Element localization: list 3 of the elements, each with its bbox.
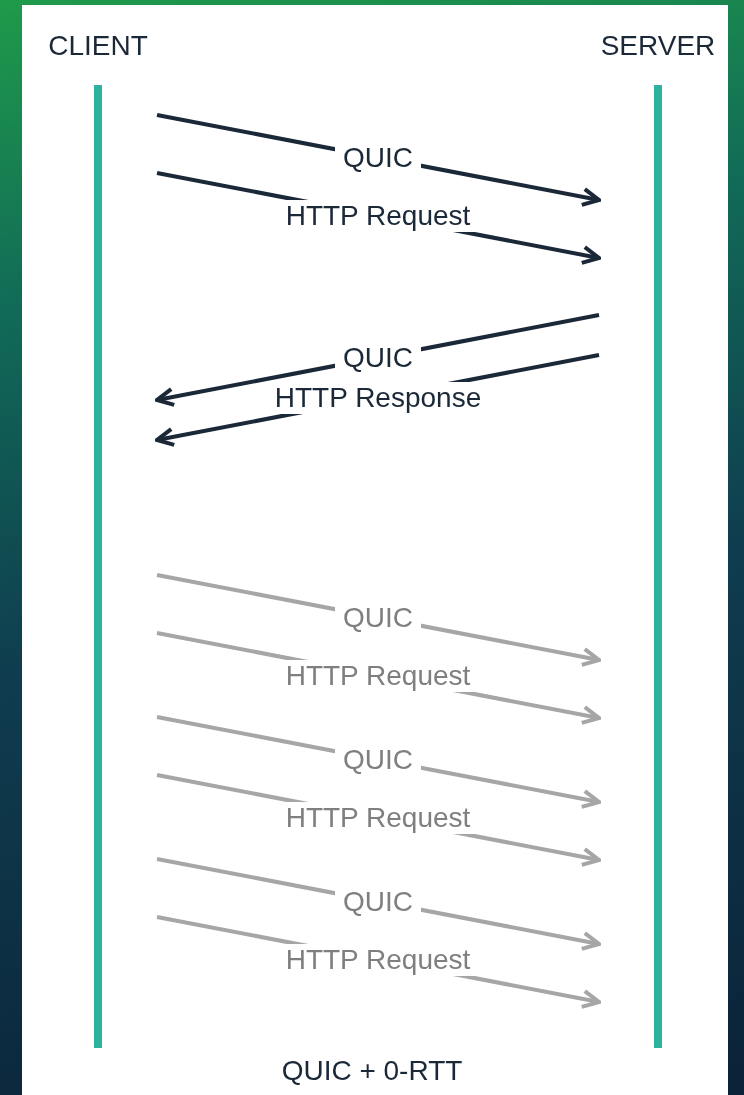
participant-label: SERVER	[600, 30, 716, 62]
caption: QUIC + 0-RTT	[280, 1055, 464, 1087]
participant-label: CLIENT	[47, 30, 149, 62]
